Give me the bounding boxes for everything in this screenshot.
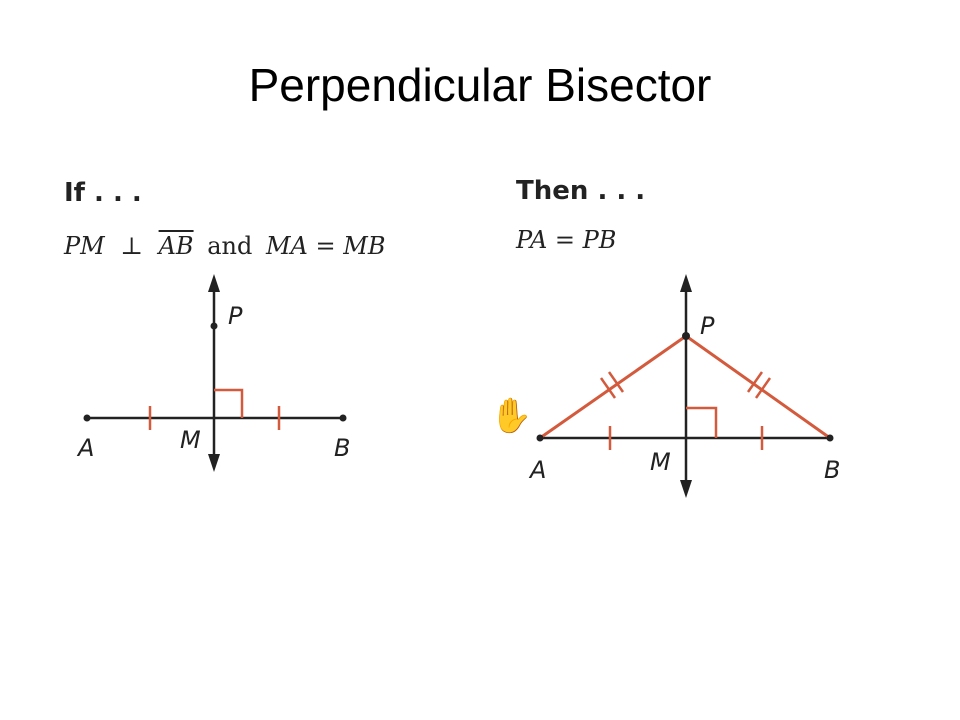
perp-symbol: ⊥ (120, 232, 143, 260)
arrow-down-right (680, 480, 692, 498)
page-title: Perpendicular Bisector (248, 59, 712, 111)
label-p-left: P (228, 302, 243, 330)
right-angle-mark-right (686, 406, 718, 438)
then-statement: PA = PB (516, 226, 617, 254)
if-statement: PM ⊥ AB and MA = MB (64, 232, 385, 260)
label-a-left: A (76, 434, 94, 462)
double-tick-pb-1 (746, 371, 764, 393)
label-a-right: A (528, 456, 546, 484)
point-b-left (339, 414, 347, 422)
point-p-left (210, 322, 218, 330)
label-b-right: B (824, 456, 840, 484)
if-heading: If . . . (64, 178, 142, 208)
segment-pb (685, 334, 831, 440)
then-heading: Then . . . (516, 176, 646, 206)
right-diagram: A M B P (528, 274, 840, 498)
left-diagram: A M B P (76, 274, 350, 472)
point-p-right (682, 332, 690, 340)
double-tick-pb-2 (754, 377, 772, 399)
arrow-up-left (208, 274, 220, 292)
point-a-right (536, 434, 544, 442)
arrow-up-right (680, 274, 692, 292)
and-word: and (207, 232, 253, 260)
double-tick-pa-2 (607, 371, 625, 393)
segment-ab: AB (158, 232, 194, 260)
label-b-left: B (334, 434, 350, 462)
segment-pa (539, 334, 687, 440)
right-angle-mark-left (214, 388, 244, 418)
label-p-right: P (700, 312, 715, 340)
label-m-right: M (650, 448, 671, 476)
point-b-right (826, 434, 834, 442)
arrow-down-left (208, 454, 220, 472)
label-m-left: M (180, 426, 201, 454)
hand-cursor-icon: ✋ (490, 398, 533, 435)
equality-ma-mb: MA = MB (265, 232, 386, 260)
double-tick-pa-1 (599, 377, 617, 399)
point-a-left (83, 414, 91, 422)
line-pm: PM (64, 232, 105, 260)
